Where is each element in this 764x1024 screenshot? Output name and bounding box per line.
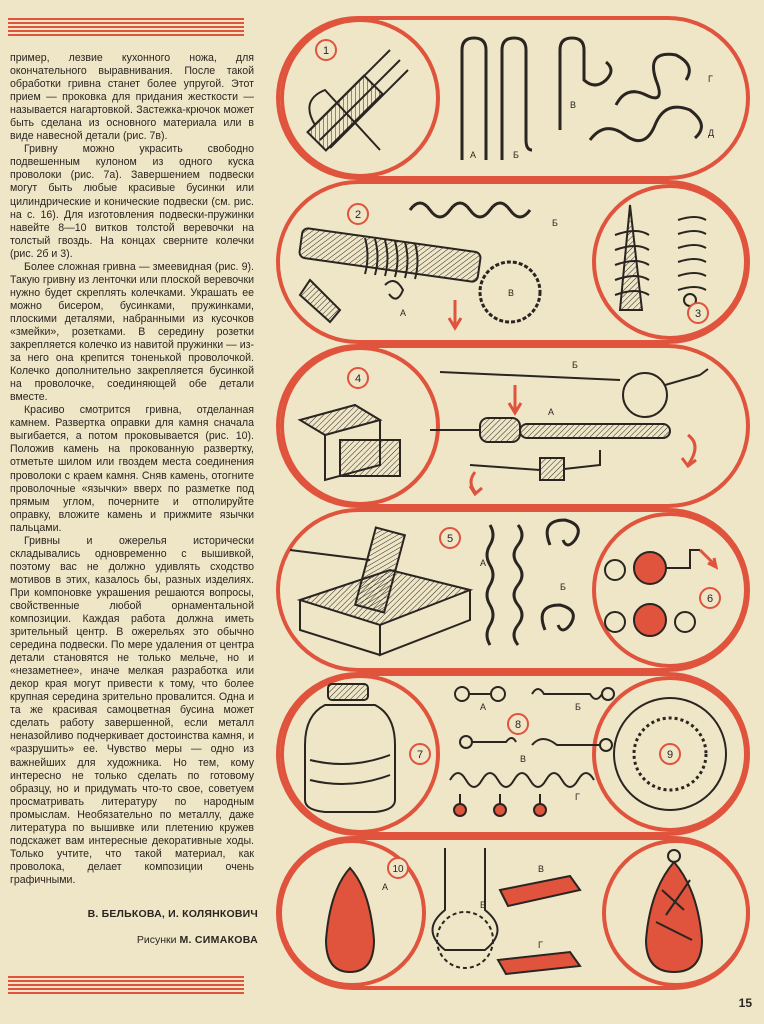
illustrations-svg: 1 А Б В Г Д 2 А Б В xyxy=(276,16,750,990)
figure-number-3: 3 xyxy=(695,308,701,320)
label-2a: А xyxy=(400,308,406,318)
hand-drill-icon xyxy=(430,368,709,481)
paragraph-4: Красиво смотрится гривна, отделанная кам… xyxy=(10,404,254,534)
label-4b: Б xyxy=(572,360,578,370)
label-10v: В xyxy=(538,864,544,874)
label-8g: Г xyxy=(575,792,580,802)
decorative-stripe-bottom xyxy=(8,976,244,994)
figure-number-6: 6 xyxy=(707,593,713,605)
spring-pendant-icon xyxy=(614,204,707,311)
figure-number-9: 9 xyxy=(667,749,673,761)
paragraph-1: пример, лезвие кухонного ножа, для оконч… xyxy=(10,52,254,143)
wire-jar-icon xyxy=(304,683,396,813)
paragraph-3: Более сложная гривна — змеевидная (рис. … xyxy=(10,260,254,404)
label-8a: А xyxy=(480,702,486,712)
paragraph-5: Гривны и ожерелья исторически складывали… xyxy=(10,534,254,886)
figure-number-4: 4 xyxy=(355,373,361,385)
authors: В. БЕЛЬКОВА, И. КОЛЯНКОВИЧ xyxy=(87,908,258,920)
label-5b: Б xyxy=(560,582,566,592)
paragraph-2: Гривну можно украсить свободно подвешенн… xyxy=(10,143,254,260)
figure-row-1: 1 А Б В Г Д xyxy=(276,16,750,180)
label-1b: Б xyxy=(513,150,519,160)
figure-row-4: 5 А Б 6 xyxy=(276,508,750,672)
label-1d: Д xyxy=(708,128,714,138)
twisted-wire-icon xyxy=(485,518,580,646)
figure-number-10: 10 xyxy=(392,864,404,875)
figure-number-2: 2 xyxy=(355,209,361,221)
bead-links-icon xyxy=(604,549,700,637)
article-text: пример, лезвие кухонного ножа, для оконч… xyxy=(10,52,254,887)
figure-row-2: 2 А Б В 3 xyxy=(276,180,750,344)
hammer-anvil-icon xyxy=(289,526,474,657)
label-2b: Б xyxy=(552,218,558,228)
figure-number-5: 5 xyxy=(447,533,453,545)
wire-loops-icon xyxy=(460,36,703,160)
hooks-clasps-icon xyxy=(449,686,615,817)
label-8b: Б xyxy=(575,702,581,712)
serpentine-torc-icon xyxy=(613,697,727,811)
setting-unfold-icon xyxy=(431,848,582,976)
figure-row-3: 4 А Б xyxy=(276,344,750,508)
label-10g: Г xyxy=(538,940,543,950)
label-10a: А xyxy=(382,882,388,892)
label-1a: А xyxy=(470,150,476,160)
coil-on-rod-icon xyxy=(298,201,542,324)
illustration-panel: 1 А Б В Г Д 2 А Б В xyxy=(270,10,760,995)
illustration-credit: Рисунки М. СИМАКОВА xyxy=(58,934,258,946)
label-2v: В xyxy=(508,288,514,298)
page-number: 15 xyxy=(738,996,752,1010)
label-1v: В xyxy=(570,100,576,110)
figure-number-1: 1 xyxy=(323,45,329,57)
figure-number-7: 7 xyxy=(417,749,423,761)
wire-bundle-icon xyxy=(306,49,409,152)
decorative-stripe-top xyxy=(8,18,244,36)
figure-row-6: А 10 Б В Г xyxy=(276,836,750,990)
credit-name: М. СИМАКОВА xyxy=(179,934,258,946)
label-8v: В xyxy=(520,754,526,764)
label-4a: А xyxy=(548,407,554,417)
label-5a: А xyxy=(480,558,486,568)
label-1g: Г xyxy=(708,74,713,84)
label-10b: Б xyxy=(480,900,486,910)
anvil-vise-icon xyxy=(297,403,401,482)
figure-number-8: 8 xyxy=(515,719,521,731)
stone-drop-icon xyxy=(324,866,376,974)
set-stone-pendant-icon xyxy=(644,849,704,974)
figure-row-5: 7 8 А Б В Г 9 xyxy=(276,672,750,836)
credit-prefix: Рисунки xyxy=(136,934,177,946)
